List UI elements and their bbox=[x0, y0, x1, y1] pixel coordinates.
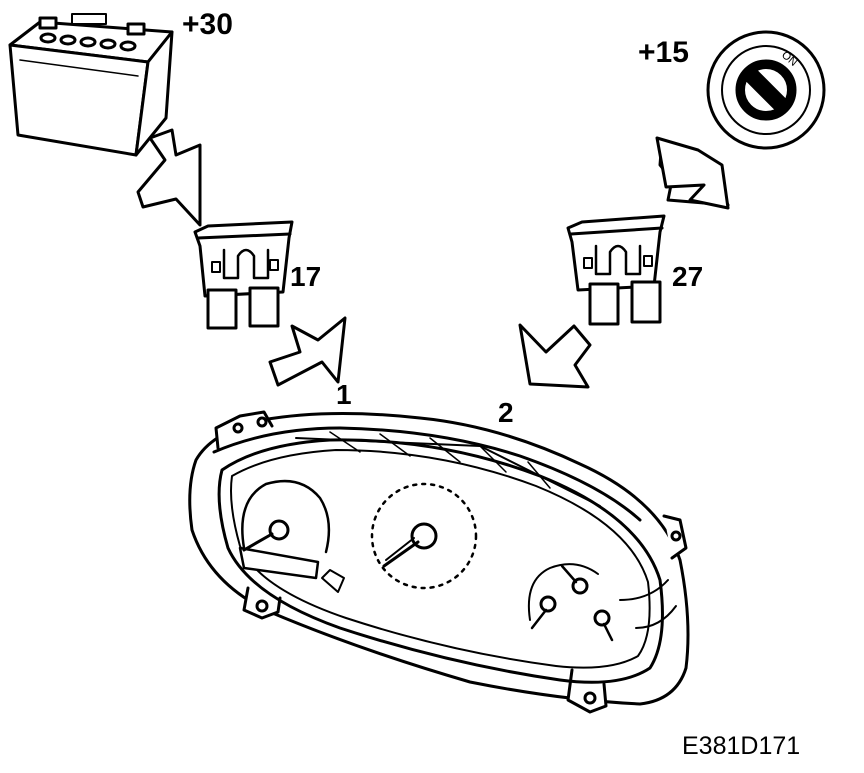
drawing-code-label: E381D171 bbox=[682, 732, 800, 760]
battery-icon bbox=[8, 13, 174, 157]
arrow-ignition-to-fuse27 bbox=[655, 136, 730, 210]
ignition-terminal-label: +15 bbox=[638, 36, 689, 69]
fuse-27-icon bbox=[566, 214, 666, 326]
input-2-label: 2 bbox=[498, 397, 514, 428]
fuse-17-label: 17 bbox=[290, 261, 321, 292]
arrow-battery-to-fuse17 bbox=[136, 128, 202, 227]
arrow-fuse17-to-cluster bbox=[268, 316, 347, 387]
battery-terminal-label: +30 bbox=[182, 8, 233, 41]
fuse-17-icon bbox=[193, 220, 294, 330]
instrument-cluster bbox=[188, 410, 690, 714]
input-1-label: 1 bbox=[336, 379, 352, 410]
ignition-switch-icon bbox=[706, 30, 826, 150]
fuse-27-label: 27 bbox=[672, 261, 703, 292]
arrow-fuse27-to-cluster bbox=[518, 323, 592, 389]
